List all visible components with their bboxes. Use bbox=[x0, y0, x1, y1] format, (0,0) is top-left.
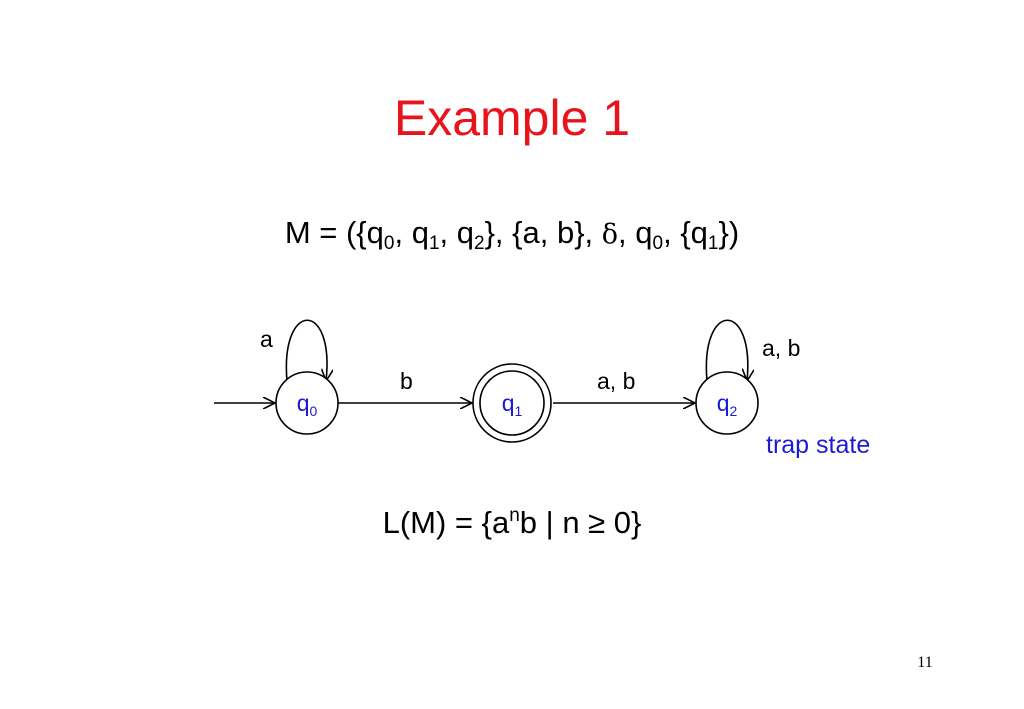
machine-subscript: 1 bbox=[707, 233, 719, 254]
trap-state-note: trap state bbox=[766, 431, 870, 459]
edge-label-q0-loop: a bbox=[260, 326, 273, 352]
slide-title: Example 1 bbox=[393, 90, 631, 146]
state-circle bbox=[695, 371, 759, 435]
edge-label-q2-loop: a, b bbox=[762, 335, 800, 361]
language-text: 0} bbox=[605, 505, 642, 540]
machine-text: , {q bbox=[663, 215, 708, 250]
state-name: q bbox=[502, 390, 515, 416]
machine-subscript: 0 bbox=[383, 233, 395, 254]
geq-symbol: ≥ bbox=[588, 505, 606, 540]
delta-symbol: δ bbox=[601, 219, 619, 250]
state-circle-inner bbox=[479, 370, 545, 436]
state-index: 1 bbox=[515, 403, 523, 419]
machine-text: M = ({q bbox=[284, 215, 384, 250]
page-number: 11 bbox=[917, 654, 933, 671]
language-superscript: n bbox=[509, 505, 520, 526]
state-index: 2 bbox=[730, 403, 738, 419]
state-name: q bbox=[297, 390, 310, 416]
machine-subscript: 2 bbox=[473, 233, 485, 254]
machine-text: }, {a, b}, bbox=[484, 215, 602, 250]
language-text: b | n bbox=[519, 505, 589, 540]
language-definition: L(M) = {anb | n ≥ 0} bbox=[0, 503, 1024, 543]
state-label: q0 bbox=[297, 390, 318, 419]
edge-label-q0-q1: b bbox=[400, 368, 413, 394]
state-circle bbox=[275, 371, 339, 435]
machine-text: , q bbox=[618, 215, 653, 250]
state-q1: q1 bbox=[472, 363, 552, 443]
machine-subscript: 1 bbox=[428, 233, 440, 254]
edge-label-q1-q2: a, b bbox=[597, 368, 635, 394]
state-index: 0 bbox=[310, 403, 318, 419]
machine-subscript: 0 bbox=[652, 233, 664, 254]
state-name: q bbox=[717, 390, 730, 416]
machine-text: }) bbox=[718, 215, 740, 250]
machine-definition: M = ({q0, q1, q2}, {a, b}, δ, q0, {q1}) bbox=[0, 213, 1024, 255]
state-label: q2 bbox=[717, 390, 738, 419]
state-q0: q0 bbox=[275, 371, 339, 435]
language-text: L(M) = {a bbox=[382, 505, 510, 540]
state-q2: q2 bbox=[695, 371, 759, 435]
machine-text: , q bbox=[394, 215, 429, 250]
machine-text: , q bbox=[439, 215, 474, 250]
state-label: q1 bbox=[502, 390, 523, 419]
self-loop-q0 bbox=[285, 319, 327, 381]
self-loop-q2 bbox=[705, 319, 747, 381]
